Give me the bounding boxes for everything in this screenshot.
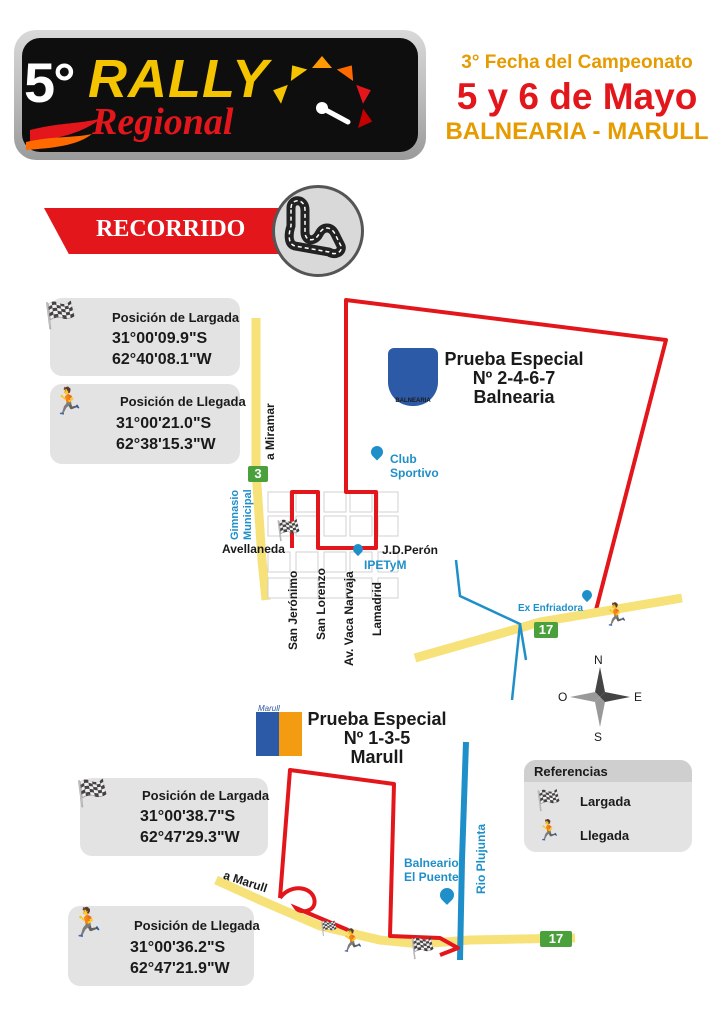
south-finish-lon: 62°47'21.9"W	[130, 960, 230, 977]
south-finish-lat: 31°00'36.2"S	[130, 939, 226, 956]
label-gimnasio-2: Municipal	[242, 489, 254, 540]
road-route-3	[251, 318, 271, 601]
label-a-miramar: a Miramar	[263, 403, 277, 460]
logo-rally: RALLY	[88, 49, 269, 109]
south-finish-title: Posición de Llegada	[134, 918, 260, 933]
legend-finish-label: Llegada	[580, 828, 630, 843]
prueba-north-line2: Nº 2-4-6-7	[472, 368, 556, 388]
logo-regional: Regional	[92, 101, 234, 143]
label-balneario-2: El Puente	[404, 870, 459, 884]
south-finish-marker-icon: 🏁	[320, 920, 338, 936]
circuit-icon	[284, 196, 346, 259]
route-17-badge-south: 17	[540, 931, 572, 947]
south-start-title: Posición de Largada	[142, 788, 270, 803]
crest-marull-text: Marull	[258, 704, 280, 713]
compass-n: N	[594, 653, 603, 667]
compass-e: E	[634, 690, 643, 704]
compass-rose	[570, 667, 630, 727]
crest-balnearia-text: BALNEARIA	[395, 398, 431, 404]
north-finish-box	[50, 384, 240, 464]
prueba-north: Prueba Especial Nº 2-4-6-7 Balnearia	[436, 350, 592, 407]
north-start-title: Posición de Largada	[112, 310, 240, 325]
label-jdperon: J.D.Perón	[382, 543, 439, 557]
south-start-lat: 31°00'38.7"S	[140, 808, 236, 825]
south-finish-box	[68, 906, 254, 986]
finish-runner-icon: 🏃	[602, 602, 630, 627]
prueba-south-line3: Marull	[350, 747, 404, 767]
legend-title: Referencias	[534, 764, 608, 779]
prueba-south-line2: Nº 1-3-5	[343, 728, 411, 748]
road-south	[214, 875, 576, 949]
legend-header	[524, 760, 692, 782]
label-balneario-1: Balneario	[404, 856, 459, 870]
logo-background	[22, 38, 418, 152]
prueba-south-line1: Prueba Especial	[307, 709, 447, 729]
street-san-jeronimo: San Jerónimo	[286, 570, 300, 650]
route-north	[290, 298, 668, 611]
logo-number: 5°	[24, 51, 76, 114]
south-finish-runner-icon: 🏃	[70, 907, 105, 938]
prueba-north-line3: Balnearia	[473, 387, 555, 407]
label-club-1: Club	[390, 452, 417, 466]
north-start-lat: 31°00'09.9"S	[112, 330, 208, 347]
route-17-badge-north: 17	[534, 622, 558, 638]
street-lamadrid: Lamadrid	[370, 581, 384, 636]
south-start-marker-icon: 🏁	[410, 938, 435, 960]
north-start-lon: 62°40'08.1"W	[112, 351, 212, 368]
town-grid	[267, 491, 399, 599]
street-san-lorenzo: San Lorenzo	[314, 567, 328, 640]
marull-crest-icon	[256, 712, 302, 756]
compass-s: S	[594, 730, 603, 744]
legend-start-label: Largada	[580, 794, 631, 809]
event-places: BALNEARIA - MARULL	[445, 118, 709, 145]
south-start-lon: 62°47'29.3"W	[140, 829, 240, 846]
start-flag-icon: 🏁	[276, 520, 301, 542]
north-start-flag-icon: 🏁	[44, 300, 77, 330]
balnearia-crest-icon	[388, 348, 438, 406]
compass-o: O	[558, 690, 568, 704]
event-date: 5 y 6 de Mayo	[456, 76, 698, 117]
recorrido-banner	[44, 208, 292, 254]
label-gimnasio-1: Gimnasio	[229, 489, 241, 540]
label-avellaneda: Avellaneda	[222, 542, 285, 556]
river	[457, 741, 469, 961]
route-3-badge: 3	[248, 466, 268, 482]
legend-runner-icon: 🏃	[536, 820, 561, 842]
north-finish-title: Posición de Llegada	[120, 394, 246, 409]
legend-flag-icon: 🏁	[536, 790, 561, 812]
south-start-flag-icon: 🏁	[76, 778, 109, 808]
logo-graphics	[26, 56, 373, 150]
north-finish-runner-icon: 🏃	[52, 386, 85, 416]
south-runner-marker-icon: 🏃	[338, 928, 366, 953]
label-ipetym: IPETyM	[364, 558, 407, 572]
prueba-south: Prueba Especial Nº 1-3-5 Marull	[298, 710, 456, 767]
championship-subtitle: 3° Fecha del Campeonato	[461, 52, 693, 73]
label-rio: Rio Plujunta	[474, 824, 488, 894]
prueba-north-line1: Prueba Especial	[444, 349, 584, 369]
recorrido-label: RECORRIDO	[96, 216, 246, 242]
north-finish-lat: 31°00'21.0"S	[116, 415, 212, 432]
south-start-box	[80, 778, 268, 856]
route-south	[278, 768, 460, 957]
label-club-2: Sportivo	[390, 466, 439, 480]
north-finish-lon: 62°38'15.3"W	[116, 436, 216, 453]
road-route-17-north	[413, 593, 683, 663]
street-vaca-narvaja: Av. Vaca Narvaja	[342, 571, 356, 666]
label-ex-enfriadora: Ex Enfriadora	[518, 603, 584, 614]
north-start-box	[50, 298, 240, 376]
